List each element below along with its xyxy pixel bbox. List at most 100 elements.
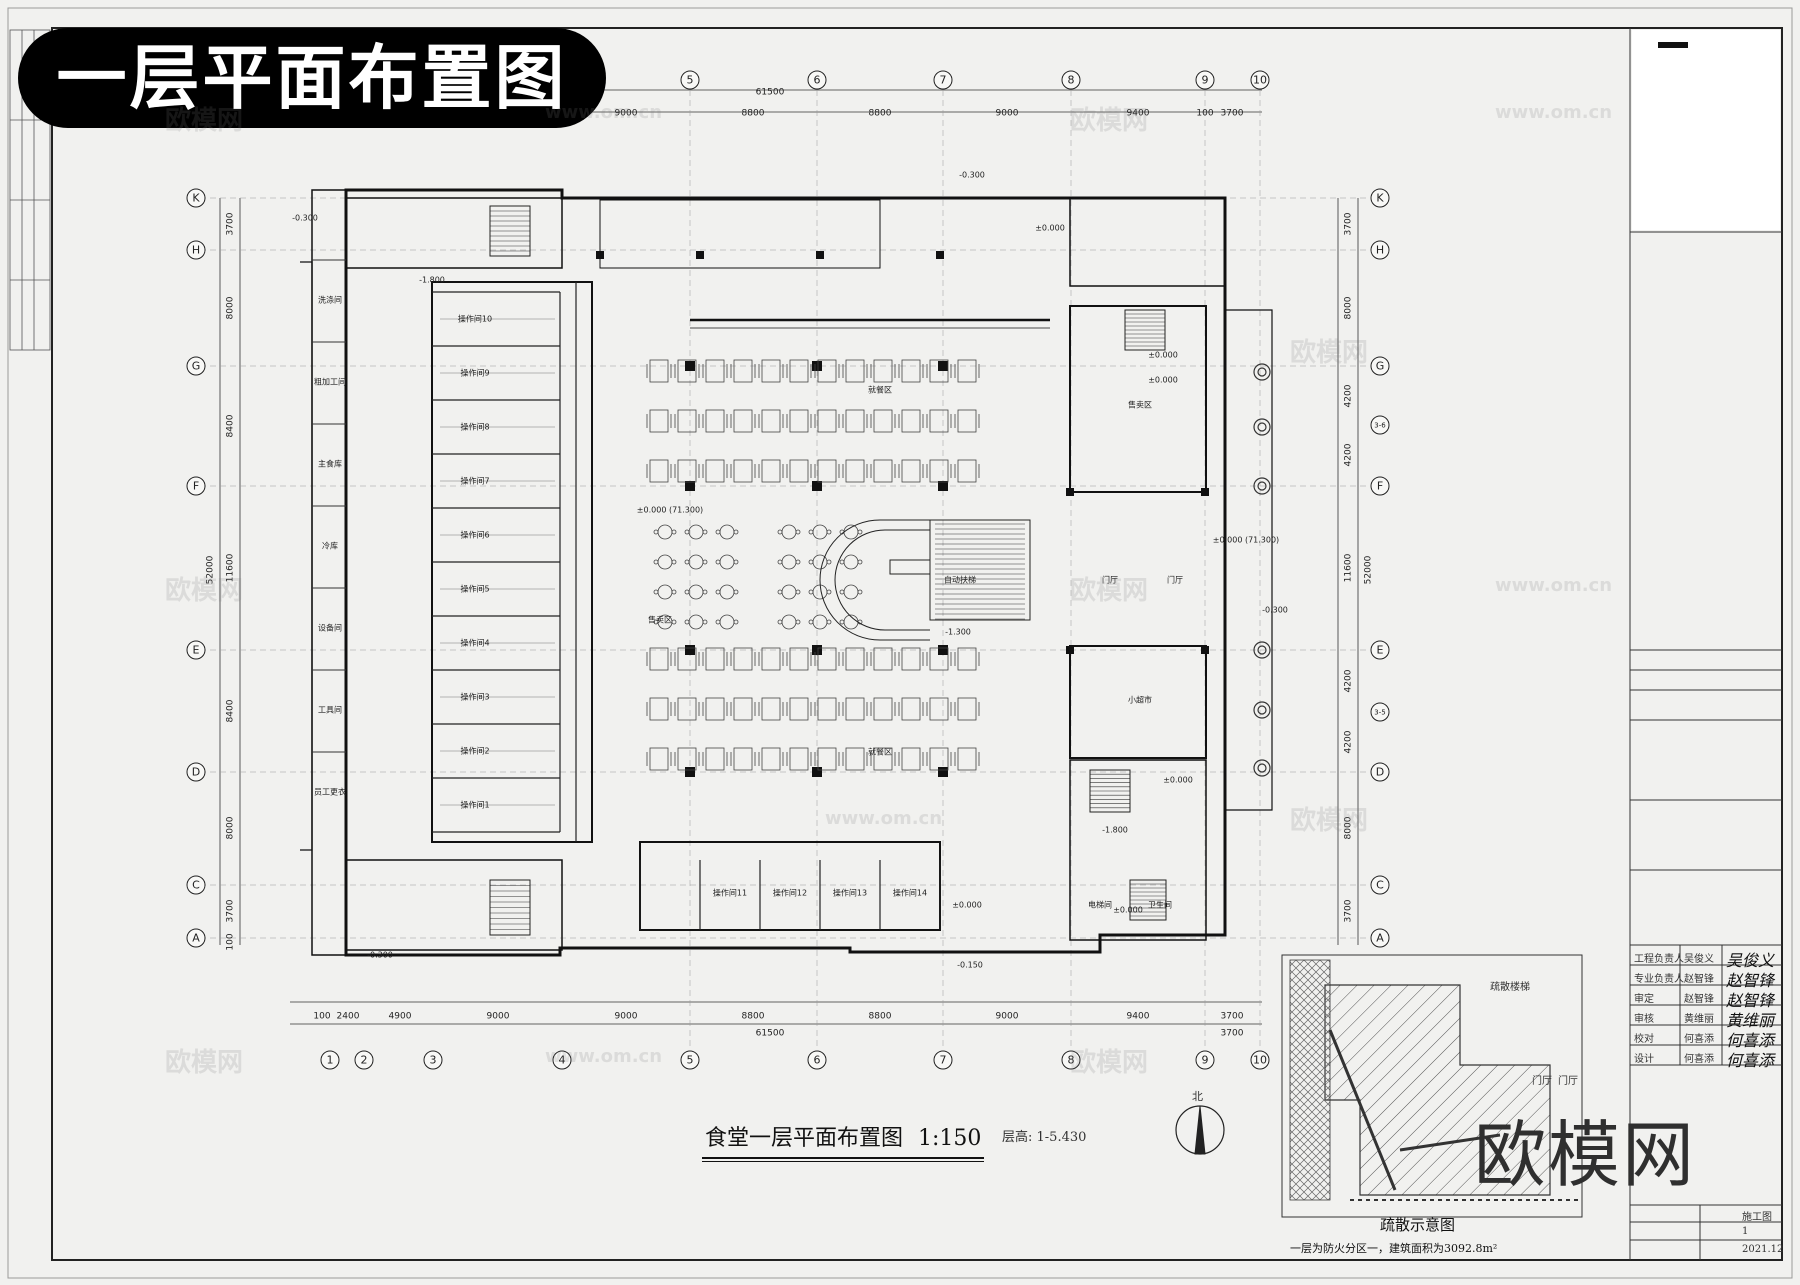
grid-bubble [807, 70, 827, 90]
round-table [688, 524, 704, 540]
level-label: ±0.000 [952, 901, 982, 910]
title-badge: 一层平面布置图 [18, 28, 606, 128]
round-table [657, 554, 673, 570]
stair [1089, 769, 1131, 813]
grid-bubble-label: G [1376, 360, 1385, 373]
column [596, 251, 604, 259]
grid-bubble-label: 3 [430, 1054, 437, 1067]
watermark-brand: 欧模网 [165, 576, 244, 606]
level-label: ±0.000 [1163, 776, 1193, 785]
dim-overall-left: 52000 [206, 555, 216, 584]
round-table [688, 614, 704, 630]
grid-bubble [1250, 70, 1270, 90]
dim-right: 4200 [1344, 730, 1354, 753]
grid-bubble-label: 5 [687, 74, 694, 87]
dining-table [929, 409, 949, 433]
dining-table [789, 409, 809, 433]
dining-table [929, 697, 949, 721]
grid-bubble-label: 9 [1202, 74, 1209, 87]
grid-bubble-label: G [192, 360, 201, 373]
room-label: 冷库 [322, 541, 338, 551]
column [696, 251, 704, 259]
level-label: -0.300 [292, 214, 318, 223]
dim-overall-right: 52000 [1364, 555, 1374, 584]
dim-bottom: 9400 [1127, 1012, 1150, 1022]
watermark-large: 欧模网 [1474, 1113, 1697, 1197]
column [1201, 488, 1209, 496]
room-label: 小超市 [1128, 695, 1152, 705]
column [812, 361, 822, 371]
dim-bottom: 2400 [337, 1012, 360, 1022]
watermark-brand: 欧模网 [1070, 1048, 1149, 1078]
kitchen-label: 操作间4 [460, 638, 489, 648]
dining-table [649, 409, 669, 433]
grid-bubble-label: 6 [814, 1054, 821, 1067]
dining-table [677, 409, 697, 433]
grid-bubble [1370, 356, 1390, 376]
round-table [843, 584, 859, 600]
grid-bubble [1370, 640, 1390, 660]
round-table [781, 554, 797, 570]
dining-table [957, 747, 977, 771]
dim-bottom: 4900 [389, 1012, 412, 1022]
grid-bubble [1370, 762, 1390, 782]
title-block-role: 审核 [1634, 1014, 1654, 1025]
grid-bubble [1370, 415, 1390, 435]
round-table [812, 614, 828, 630]
round-table [657, 584, 673, 600]
grid-bubble [1061, 70, 1081, 90]
stair [489, 205, 531, 257]
grid-bubble [933, 1050, 953, 1070]
grid-bubble [1370, 476, 1390, 496]
title-block-name: 何喜添 [1684, 1034, 1714, 1045]
level-label: -0.300 [959, 171, 985, 180]
dim-left: 3700 [226, 212, 236, 235]
kitchen-label: 操作间12 [773, 888, 807, 898]
sheet-label: 施工图 [1742, 1212, 1772, 1223]
dim-right: 11600 [1344, 553, 1354, 582]
column [812, 645, 822, 655]
dim-bottom: 9000 [996, 1012, 1019, 1022]
dining-table [817, 747, 837, 771]
dining-table [733, 747, 753, 771]
column [1066, 646, 1074, 654]
stairs [489, 205, 1167, 936]
dining-table [873, 409, 893, 433]
kitchen-label: 操作间2 [460, 746, 489, 756]
escalator-steps [935, 523, 1025, 620]
dim-top: 3700 [1221, 109, 1244, 119]
title-block-role: 审定 [1634, 994, 1654, 1005]
grid-bubble [1370, 188, 1390, 208]
inner-frame [51, 27, 1783, 1261]
grid-bubble-label: K [192, 192, 200, 205]
grid-bubble [1370, 875, 1390, 895]
building-walls [300, 188, 1273, 957]
dining-table [761, 459, 781, 483]
grid-bubble [1370, 928, 1390, 948]
title-block-name: 黄维丽 [1684, 1014, 1714, 1025]
logo-blank [1632, 30, 1780, 230]
north-arrow [1175, 1105, 1225, 1155]
title-block-signature: 何喜添 [1726, 1051, 1775, 1070]
dim-top: 8800 [742, 109, 765, 119]
dim-right: 4200 [1344, 443, 1354, 466]
title-block-signature: 黄维丽 [1726, 1011, 1775, 1030]
watermark-brand: 欧模网 [1070, 576, 1149, 606]
dining-table [733, 359, 753, 383]
grid-bubble-label: 3-5 [1374, 709, 1385, 717]
dim-right: 4200 [1344, 669, 1354, 692]
evacuation-note: 一层为防火分区一，建筑面积为3092.8m² [1290, 1242, 1498, 1255]
floor-elevation: 层高: 1-5.430 [1002, 1130, 1087, 1145]
grid-bubble-label: E [193, 644, 200, 657]
dining-table [957, 697, 977, 721]
round-column [1253, 477, 1271, 495]
facade-round-columns [1253, 363, 1271, 777]
dim-bottom: 9000 [615, 1012, 638, 1022]
level-label: ±0.000 [1148, 351, 1178, 360]
dim-left: 8000 [226, 296, 236, 319]
dim-right: 3700 [1344, 899, 1354, 922]
dim-bottom: 8800 [742, 1012, 765, 1022]
level-label: ±0.000 [1035, 224, 1065, 233]
